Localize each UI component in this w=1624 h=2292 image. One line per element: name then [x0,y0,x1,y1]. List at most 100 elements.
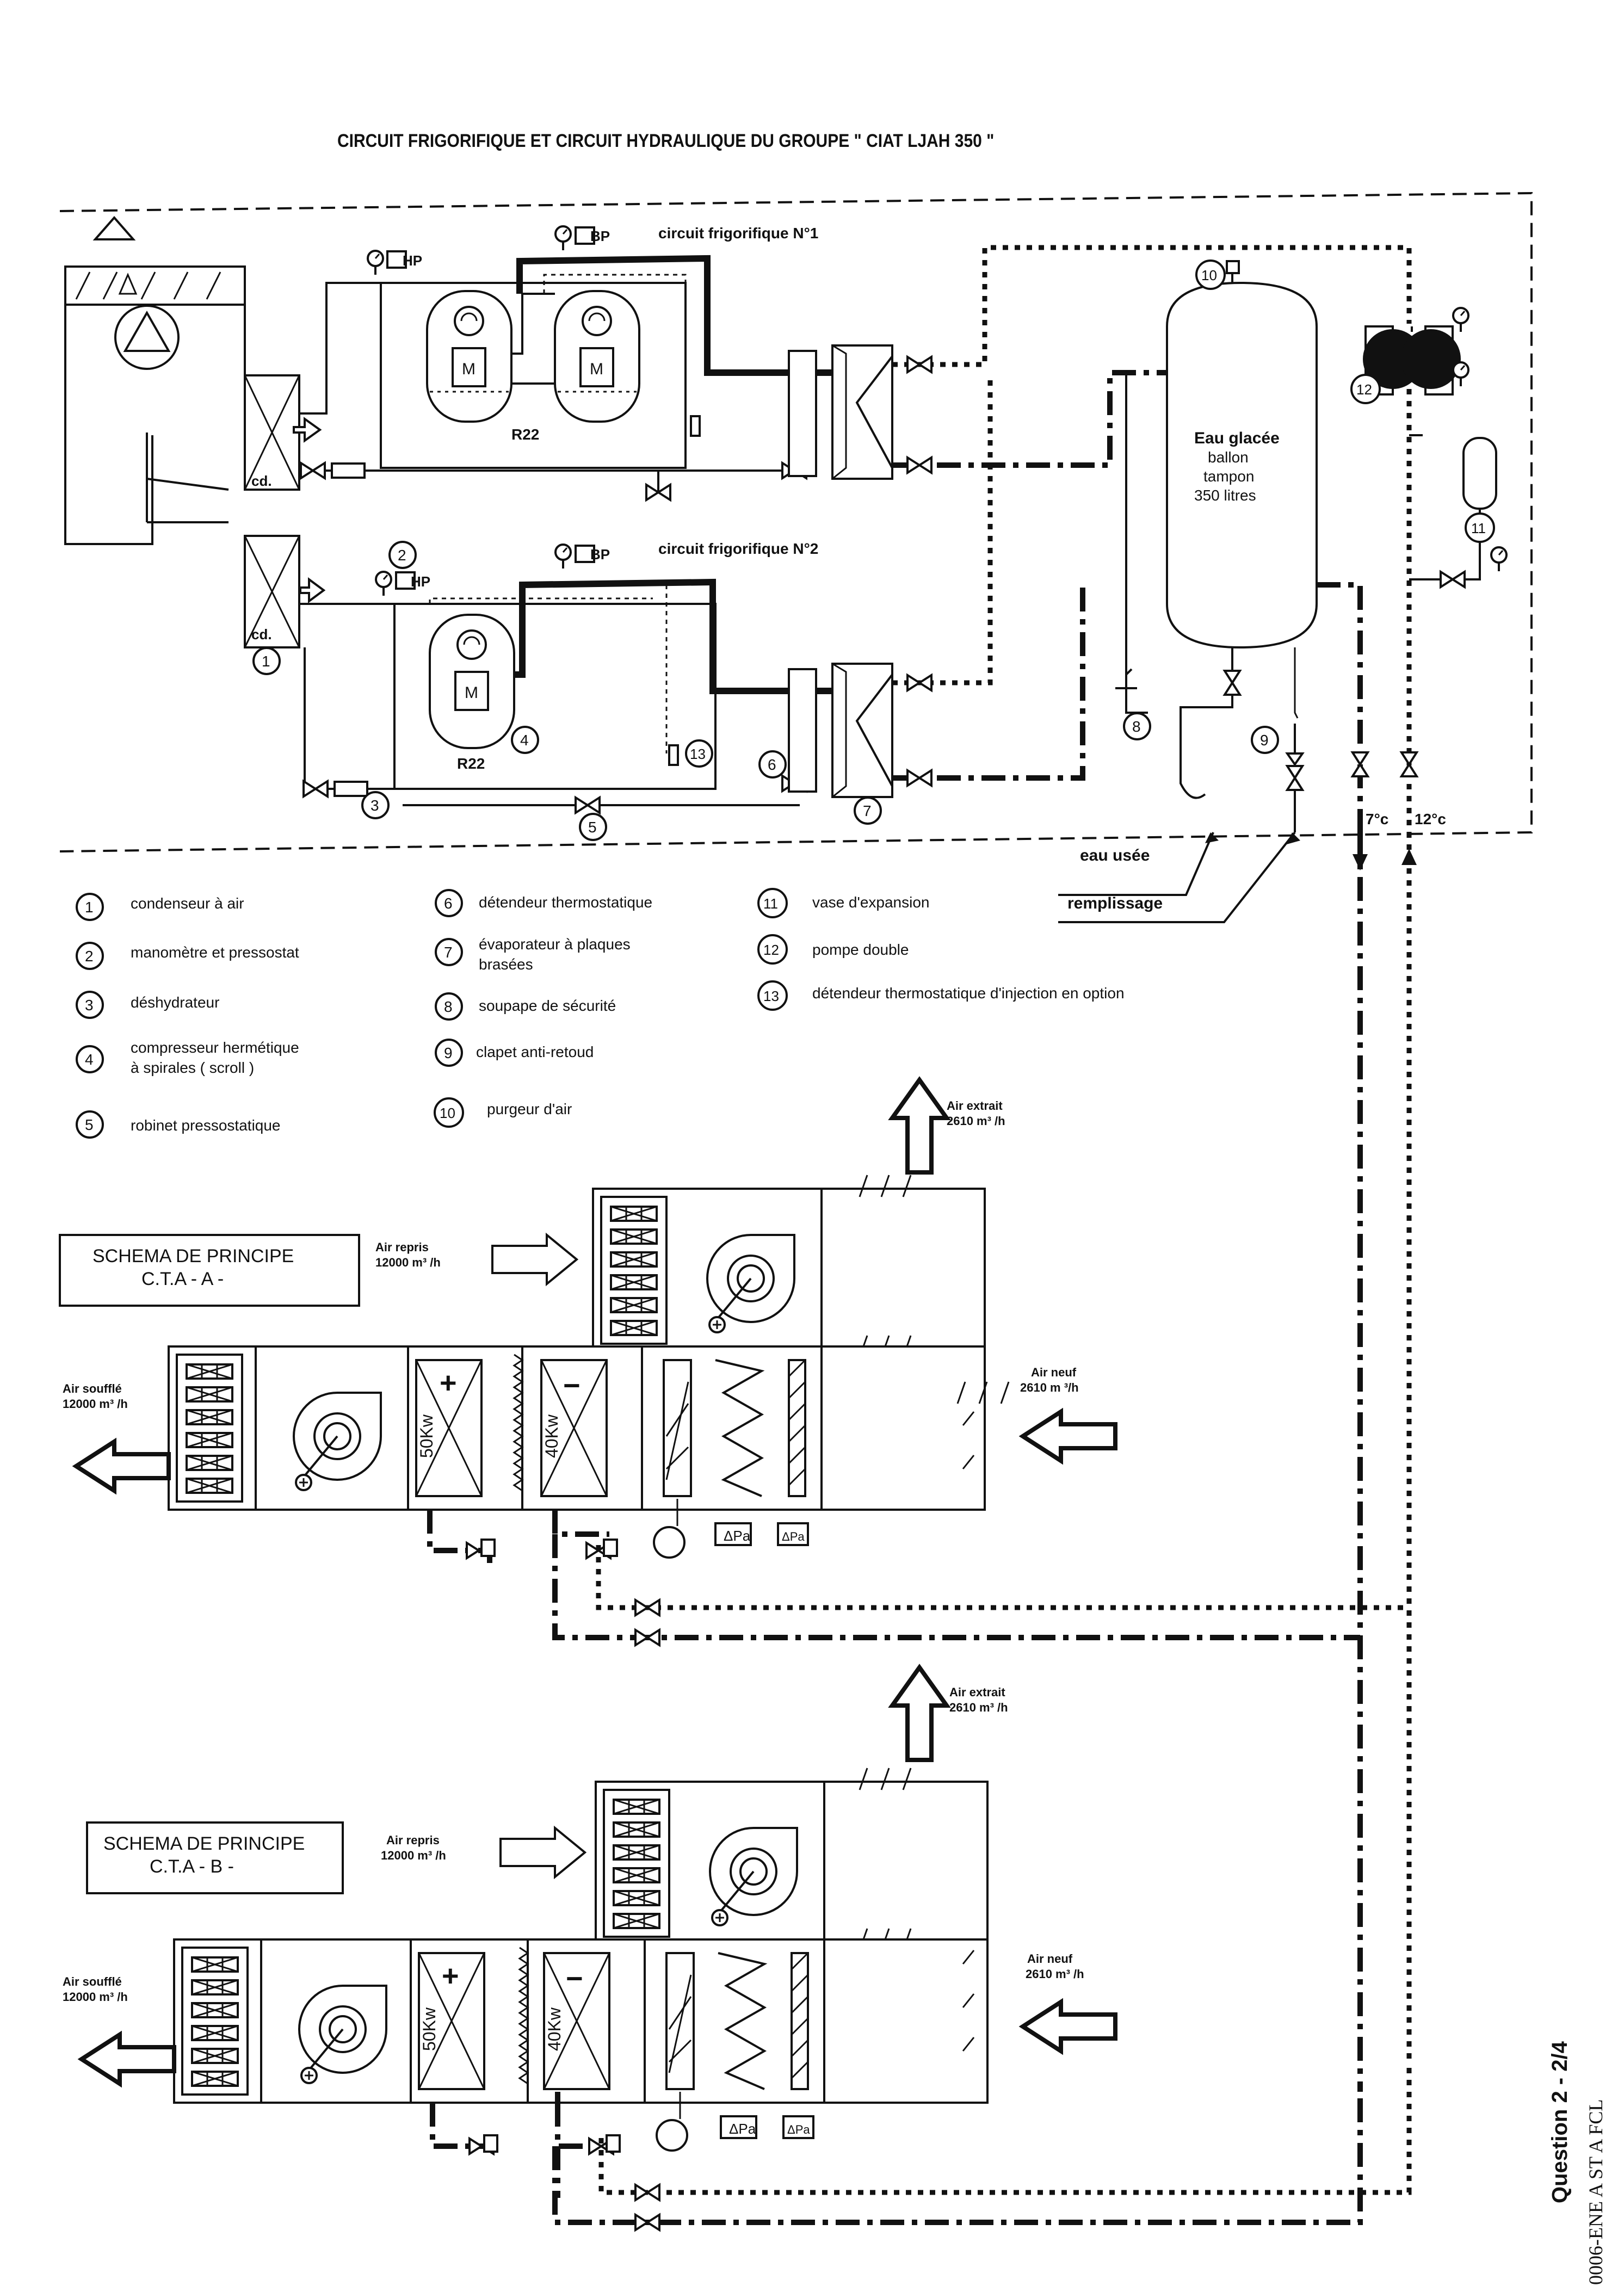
svg-text:12000 m³ /h: 12000 m³ /h [63,1397,128,1411]
cta-a: SCHEMA DE PRINCIPE C.T.A - A - Air extra… [59,1080,1409,1646]
svg-text:6: 6 [444,895,453,912]
svg-text:Air repris: Air repris [386,1833,440,1847]
legend-item-3: déshydrateur [131,994,219,1011]
svg-text:8: 8 [1132,718,1141,735]
evaporator-1 [788,344,893,480]
cta-b-title-2: C.T.A - B - [150,1856,234,1877]
legend-item-11: vase d'expansion [812,894,930,911]
svg-text:12000 m³ /h: 12000 m³ /h [63,1990,128,2004]
svg-text:40Kw: 40Kw [545,2007,564,2051]
drain-label: eau usée [1080,847,1150,864]
svg-text:Air repris: Air repris [375,1240,429,1254]
svg-text:1: 1 [85,899,94,916]
legend-item-12: pompe double [812,941,909,958]
svg-text:40Kw: 40Kw [542,1414,561,1458]
svg-text:10: 10 [440,1105,455,1121]
cta-a-title-2: C.T.A - A - [141,1269,224,1289]
tank-label-2: ballon [1208,449,1249,466]
svg-text:BP: BP [590,228,610,244]
legend-item-7b: brasées [479,956,533,973]
svg-text:ΔPa: ΔPa [724,1528,751,1544]
water-piping [892,245,1472,832]
condenser-coil-2: cd. [244,535,326,648]
legend-item-1: condenseur à air [131,895,244,912]
svg-text:M: M [462,360,476,378]
compressor-2: M [429,614,515,749]
compressor-1a: M [426,290,512,423]
refrigerant-label-1: R22 [511,426,539,443]
legend-item-4: compresseur hermétique [131,1039,299,1056]
svg-text:2610 m³ /h: 2610 m³ /h [947,1114,1005,1128]
svg-text:5: 5 [85,1116,94,1133]
svg-text:10: 10 [1201,267,1217,283]
refrigerant-circuit-1: circuit frigorifique N°1 M M R22 HP [299,225,893,501]
svg-text:12: 12 [1356,381,1372,398]
svg-text:BP: BP [590,546,610,563]
legend-item-2: manomètre et pressostat [131,944,299,961]
svg-text:2610 m³ /h: 2610 m³ /h [949,1701,1008,1714]
check-valve [1285,724,1305,832]
tank-label-3: tampon [1203,468,1254,485]
svg-text:4: 4 [85,1051,94,1068]
svg-text:8: 8 [444,998,453,1015]
svg-text:HP: HP [411,573,430,590]
svg-text:11: 11 [1471,520,1486,536]
svg-text:2610 m ³/h: 2610 m ³/h [1020,1381,1079,1394]
tank-label-1: Eau glacée [1194,429,1280,447]
svg-text:2610 m³ /h: 2610 m³ /h [1026,1967,1084,1981]
svg-text:M: M [465,684,478,702]
svg-text:6: 6 [768,756,776,773]
svg-text:12: 12 [763,942,779,958]
svg-text:−: − [563,1369,581,1402]
air-condenser-housing [64,215,246,545]
tank-label-4: 350 litres [1194,487,1256,504]
svg-text:ΔPa: ΔPa [787,2123,810,2136]
legend-item-7: évaporateur à plaques [479,936,631,953]
svg-text:M: M [590,360,603,378]
evaporator-2 [788,663,893,798]
svg-text:Air soufflé: Air soufflé [63,1975,122,1988]
svg-text:7: 7 [444,944,453,961]
legend-item-8: soupape de sécurité [479,997,616,1014]
cta-b-title-1: SCHEMA DE PRINCIPE [103,1833,305,1854]
svg-text:Air extrait: Air extrait [947,1099,1003,1113]
cta-b: SCHEMA DE PRINCIPE C.T.A - B - Air extra… [63,1667,1412,2231]
legend-item-10: purgeur d'air [487,1101,572,1117]
expansion-vessel [1462,437,1508,580]
svg-text:cd.: cd. [251,626,272,642]
svg-text:13: 13 [763,988,779,1004]
drain-and-fill: eau usée remplissage [1058,831,1300,923]
buffer-tank: Eau glacée ballon tampon 350 litres [1166,260,1318,719]
callouts: 1 2 3 4 5 6 7 8 9 10 11 12 13 [252,260,1495,841]
svg-text:Air neuf: Air neuf [1031,1366,1077,1379]
page-title: CIRCUIT FRIGORIFIQUE ET CIRCUIT HYDRAULI… [337,130,994,151]
svg-text:12000 m³ /h: 12000 m³ /h [375,1256,441,1269]
svg-text:Air neuf: Air neuf [1027,1952,1073,1966]
circuit-1-label: circuit frigorifique N°1 [658,225,818,242]
svg-text:2: 2 [398,547,406,564]
legend-item-5: robinet pressostatique [131,1117,281,1134]
svg-text:9: 9 [1260,732,1269,749]
svg-text:9: 9 [444,1045,453,1061]
svg-text:3: 3 [85,997,94,1014]
cta-a-title-1: SCHEMA DE PRINCIPE [92,1246,294,1267]
svg-text:12000 m³ /h: 12000 m³ /h [381,1849,446,1862]
svg-text:3: 3 [371,797,379,814]
double-pump [1363,307,1469,396]
condenser-coil-1: cd. [244,374,322,491]
svg-text:2: 2 [85,948,94,965]
legend-item-9: clapet anti-retoud [476,1043,594,1060]
svg-text:+: + [440,1367,457,1399]
svg-text:Air soufflé: Air soufflé [63,1382,122,1395]
svg-text:HP: HP [403,252,422,269]
question-label: Question 2 - 2/4 [1548,2041,1572,2203]
refrigerant-circuit-2: circuit frigorifique N°2 M R22 HP BP [299,540,893,814]
svg-text:−: − [566,1962,583,1995]
legend: 1 condenseur à air 2 manomètre et presso… [76,888,1125,1139]
svg-text:ΔPa: ΔPa [782,1530,805,1543]
svg-text:7: 7 [863,802,872,819]
compressor-1b: M [554,290,640,423]
svg-text:50Kw: 50Kw [419,2007,439,2051]
svg-text:4: 4 [520,732,529,749]
